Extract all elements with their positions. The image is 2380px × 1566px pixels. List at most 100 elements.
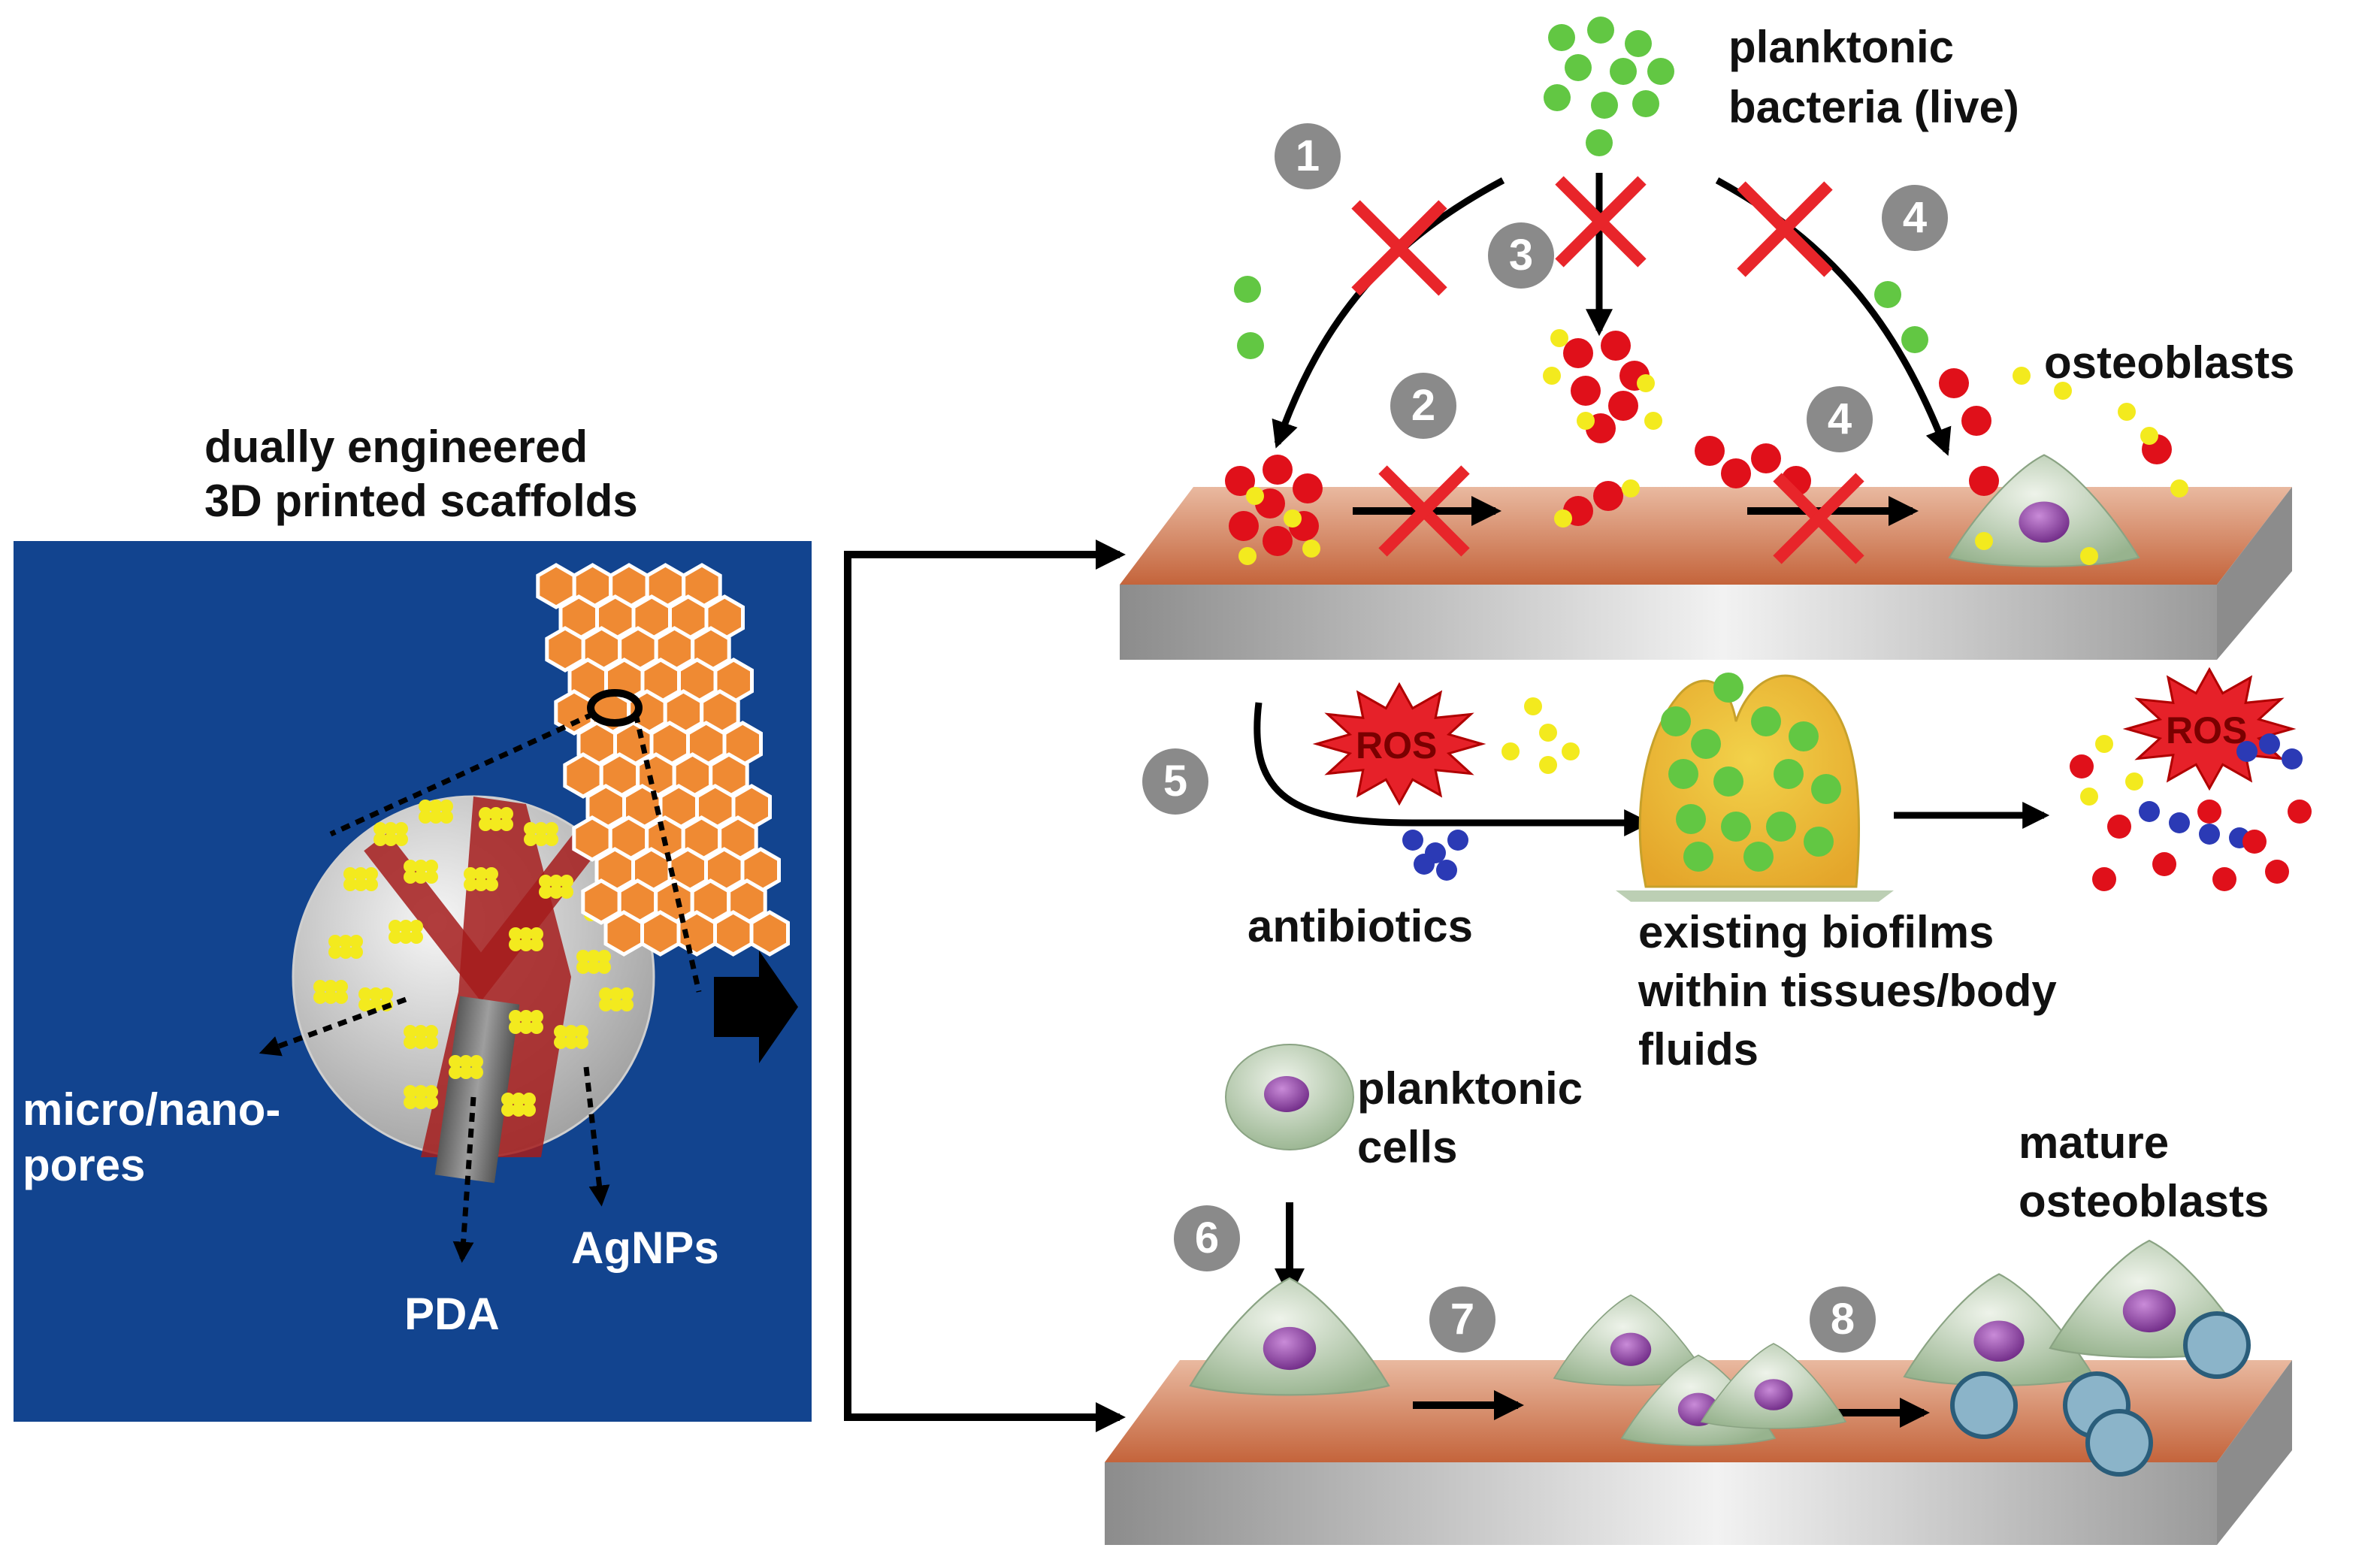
ag-particle [1622, 479, 1640, 497]
agnp-particle [380, 987, 393, 1001]
agnp-particle [324, 990, 337, 1004]
planktonic-cells-label-line-2: cells [1357, 1122, 1458, 1172]
dead-bacterium [1601, 331, 1631, 361]
scaffold-cell [640, 910, 681, 957]
ag-particle [1975, 532, 1993, 550]
step-2-badge: 2 [1390, 373, 1456, 439]
cell-nucleus [1973, 1320, 2025, 1362]
live-bacterium [1586, 129, 1613, 156]
agnp-particle [384, 833, 398, 846]
agnp-particle [419, 800, 432, 813]
agnp-particle [620, 987, 634, 1001]
inhibit-x-mark [1773, 473, 1864, 564]
agnp-particle [554, 1025, 567, 1038]
ros-burst-shape [2122, 667, 2297, 791]
ag-particle [1550, 329, 1568, 347]
agnp-particle [534, 822, 548, 836]
agnp-particle [560, 875, 573, 888]
ag-particle [2080, 788, 2098, 806]
agnp-particle [524, 822, 537, 836]
antibiotic-molecule [2259, 733, 2280, 754]
agnp-particle [470, 1066, 483, 1079]
agnp-particle [440, 810, 453, 824]
agnp-particle [364, 878, 378, 891]
agnp-particle [425, 1025, 438, 1038]
antibiotic-molecule [2139, 801, 2160, 822]
agnp-particle [470, 1055, 483, 1069]
agnp-particle [485, 878, 498, 891]
ag-particle [2095, 735, 2113, 753]
antibiotic-molecule [1402, 830, 1423, 851]
agnp-particle [524, 833, 537, 846]
agnp-particle [519, 927, 533, 941]
biofilm-bacterium [1713, 766, 1743, 797]
dead-bacterium [1263, 526, 1293, 556]
agnp-particle [399, 920, 413, 933]
step-3-badge: 3 [1488, 222, 1554, 289]
live-bacterium [1234, 276, 1261, 303]
dead-bacterium [1608, 391, 1638, 421]
agnp-particle [501, 1093, 515, 1106]
antibiotic-molecule [1447, 830, 1468, 851]
agnp-particle [399, 930, 413, 944]
ros-burst-right [2122, 667, 2297, 791]
agnp-particle [404, 870, 417, 884]
agnp-particle [575, 1035, 588, 1049]
biofilm-bacterium [1713, 673, 1743, 703]
agnp-particle [576, 950, 590, 963]
biofilms-label-line-2: within tissues/body [1638, 966, 2057, 1016]
agnp-particle [485, 867, 498, 881]
agnp-particle [545, 822, 558, 836]
ag-particle [1543, 367, 1561, 385]
agnp-particle [395, 833, 408, 846]
inhibit-x-mark [1555, 176, 1647, 268]
agnp-particle [509, 938, 522, 951]
agnp-particle [404, 1085, 417, 1099]
agnp-particle [358, 998, 372, 1011]
agnp-particle [425, 870, 438, 884]
mature-osteoblasts-label-line-1: mature [2019, 1117, 2170, 1168]
agnp-particle [373, 833, 387, 846]
dead-bacterium [1961, 406, 1991, 436]
live-bacterium [1874, 281, 1901, 308]
agnp-particle [620, 998, 634, 1011]
osteoblast-top [1948, 454, 2140, 567]
osteoblast-proliferating-1 [1553, 1294, 1709, 1386]
ros-burst-left [1312, 682, 1486, 806]
inhibit-x-mark [1737, 181, 1833, 277]
ag-particle [1246, 487, 1264, 505]
agnp-particle [404, 1096, 417, 1109]
ag-particle [2080, 547, 2098, 565]
antibiotics-label: antibiotics [1247, 901, 1474, 951]
step-8-badge: 8 [1810, 1286, 1876, 1353]
agnp-particle [459, 1066, 473, 1079]
biofilm-bacterium [1789, 721, 1819, 751]
dead-bacterium [1263, 455, 1293, 485]
pores-label-line-2: pores [23, 1140, 146, 1190]
scaffold-title-line-1: dually engineered [204, 422, 588, 472]
dead-bacterium [1695, 436, 1725, 466]
biofilm-bacterium [1743, 842, 1774, 872]
agnp-particle [500, 818, 513, 831]
agnp-particle [404, 1035, 417, 1049]
agnp-particle [500, 807, 513, 821]
ag-particle [2140, 427, 2158, 445]
ag-particle [1524, 697, 1542, 715]
agnp-particle [587, 960, 600, 974]
agnp-particle [530, 1010, 543, 1023]
biofilm-bacterium [1691, 729, 1721, 759]
agnp-particle [440, 800, 453, 813]
scaffold-cell [749, 910, 790, 957]
live-bacterium [1587, 17, 1614, 44]
dead-bacterium [2107, 815, 2131, 839]
agnp-particle [479, 818, 492, 831]
agnp-particle [334, 990, 348, 1004]
dead-bacterium [1721, 458, 1751, 488]
antibiotic-molecule [2199, 824, 2220, 845]
inhibit-x-mark [1351, 200, 1447, 296]
inhibit-x-mark [1378, 465, 1470, 557]
antibiotic-molecule [2236, 741, 2258, 762]
agnp-particle [576, 960, 590, 974]
scaffold-title-line-2: 3D printed scaffolds [204, 476, 638, 526]
live-bacterium [1591, 92, 1618, 119]
